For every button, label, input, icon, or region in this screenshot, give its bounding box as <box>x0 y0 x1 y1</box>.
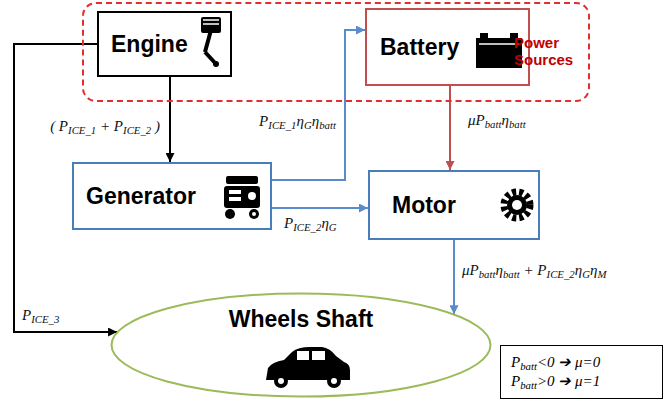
power-flow-label: PICE_3 <box>20 307 61 324</box>
subscript: G <box>329 221 337 233</box>
node-title: Engine <box>111 31 188 57</box>
text-run: η <box>496 262 503 278</box>
text-run: P <box>511 373 520 389</box>
subscript: ICE_1 <box>68 124 96 136</box>
car-icon <box>266 347 350 388</box>
text-run: ( P <box>50 118 68 134</box>
subscript: batt <box>319 119 336 131</box>
battery-box: Battery <box>365 8 530 86</box>
engine-box: Engine <box>97 11 232 77</box>
subscript: G <box>582 268 590 280</box>
power-flow-arrow <box>272 30 365 180</box>
text-run: η <box>321 215 328 231</box>
subscript: ICE_2 <box>123 124 151 136</box>
text-run: η <box>502 112 509 128</box>
subscript: ICE_1 <box>268 119 296 131</box>
node-title: Generator <box>86 183 196 209</box>
generator-icon <box>224 176 260 219</box>
text-run: η <box>296 113 303 129</box>
power-flow-arrow <box>449 86 451 170</box>
text-run: P <box>22 307 31 323</box>
subscript: G <box>304 119 312 131</box>
text-run: <0 ➔ μ=0 <box>537 354 600 370</box>
gear-icon <box>504 192 530 218</box>
power-flow-arrow <box>272 207 368 209</box>
power-flow-label: μPbattηbatt <box>466 112 528 129</box>
subscript: batt <box>479 268 496 280</box>
power-flow-label: PICE_2ηG <box>282 215 339 232</box>
motor-box: Motor <box>368 170 540 240</box>
power-sources-group: Power Sources Engine Battery <box>82 2 590 102</box>
text-run: >0 ➔ μ=1 <box>537 373 600 389</box>
text-run: μP <box>462 262 479 278</box>
node-title: Motor <box>392 192 456 218</box>
power-flow-label: μPbattηbatt + PICE_2ηGηM <box>460 262 608 279</box>
subscript: batt <box>520 379 537 391</box>
power-flow-label: ( PICE_1 + PICE_2 ) <box>48 118 162 135</box>
subscript: batt <box>485 118 502 130</box>
power-flow-arrow <box>169 77 171 162</box>
piston-icon <box>201 17 221 67</box>
text-run: η <box>590 262 597 278</box>
subscript: batt <box>509 118 526 130</box>
text-run: μP <box>468 112 485 128</box>
group-label: Power Sources <box>514 34 576 69</box>
generator-box: Generator <box>72 162 272 230</box>
subscript: ICE_2 <box>293 221 321 233</box>
wheels-shaft-ellipse: Wheels Shaft <box>110 292 492 398</box>
subscript: ICE_2 <box>547 268 575 280</box>
text-run: + P <box>520 262 547 278</box>
node-title: Wheels Shaft <box>229 306 373 332</box>
text-run: P <box>284 215 293 231</box>
ellipse-shape <box>112 294 491 397</box>
text-run: η <box>575 262 582 278</box>
legend-box: Pbatt<0 ➔ μ=0Pbatt>0 ➔ μ=1 <box>500 345 663 399</box>
power-flow-label: PICE_1ηGηbatt <box>257 113 338 130</box>
subscript: M <box>597 268 606 280</box>
subscript: batt <box>503 268 520 280</box>
text-run: P <box>259 113 268 129</box>
legend-rule: Pbatt<0 ➔ μ=0 <box>511 353 662 373</box>
node-title: Battery <box>380 34 459 60</box>
text-run: P <box>511 354 520 370</box>
power-flow-arrow <box>453 240 455 314</box>
text-run: + P <box>96 118 123 134</box>
legend-rule: Pbatt>0 ➔ μ=1 <box>511 372 662 392</box>
text-run: ) <box>151 118 160 134</box>
text-run: η <box>312 113 319 129</box>
subscript: batt <box>520 360 537 372</box>
subscript: ICE_3 <box>31 313 59 325</box>
